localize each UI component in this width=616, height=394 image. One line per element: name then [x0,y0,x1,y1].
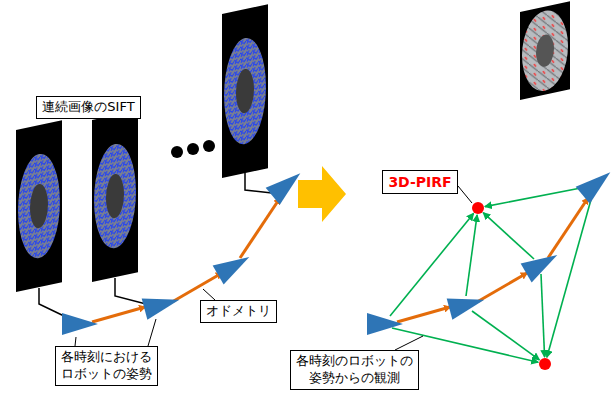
callout-box: 各時刻における ロボットの姿勢 [55,346,158,386]
feature-label-box: 3D-PIRF [382,170,458,194]
landmark-dot [539,358,551,370]
leader-line [395,336,423,350]
transition-arrow [298,166,346,222]
ellipsis-dot [187,143,199,155]
callout-box: オドメトリ [200,300,277,323]
leader-line [75,337,76,346]
link-line [39,288,64,316]
observation-arrows [390,187,592,362]
robot-pose [62,313,98,335]
odometry-arrow [477,273,527,302]
robot-pose [367,313,403,335]
ellipsis-dot [171,146,183,158]
caption-box: 連続画像のSIFT [36,96,141,119]
landmark-dot [472,202,484,214]
label-text: 各時刻のロボットの 姿勢からの観測 [296,353,413,387]
image-panel [16,120,62,292]
odometry-arrow [397,307,450,322]
robot-pose [447,289,487,320]
odometry-arrow [172,273,222,302]
image-panel [520,1,570,100]
odometry-arrow [92,307,145,322]
leader-line [148,319,156,346]
image-panel [222,4,268,178]
odometry-arrow [240,198,280,258]
label-text: オドメトリ [206,303,271,320]
image-panel [92,110,138,282]
link-line [115,278,146,304]
robot-pose [213,247,255,284]
leader-line [203,289,215,300]
callout-box: 各時刻のロボットの 姿勢からの観測 [290,350,419,390]
robot-pose [576,164,616,204]
label-text: 各時刻における ロボットの姿勢 [61,349,152,383]
robot-pose [142,289,182,320]
leader-line [458,186,472,203]
ellipsis-dot [203,140,215,152]
label-text: 連続画像のSIFT [42,99,135,116]
odometry-arrow [548,198,588,258]
robot-pose [521,245,563,282]
label-text: 3D-PIRF [388,173,452,191]
